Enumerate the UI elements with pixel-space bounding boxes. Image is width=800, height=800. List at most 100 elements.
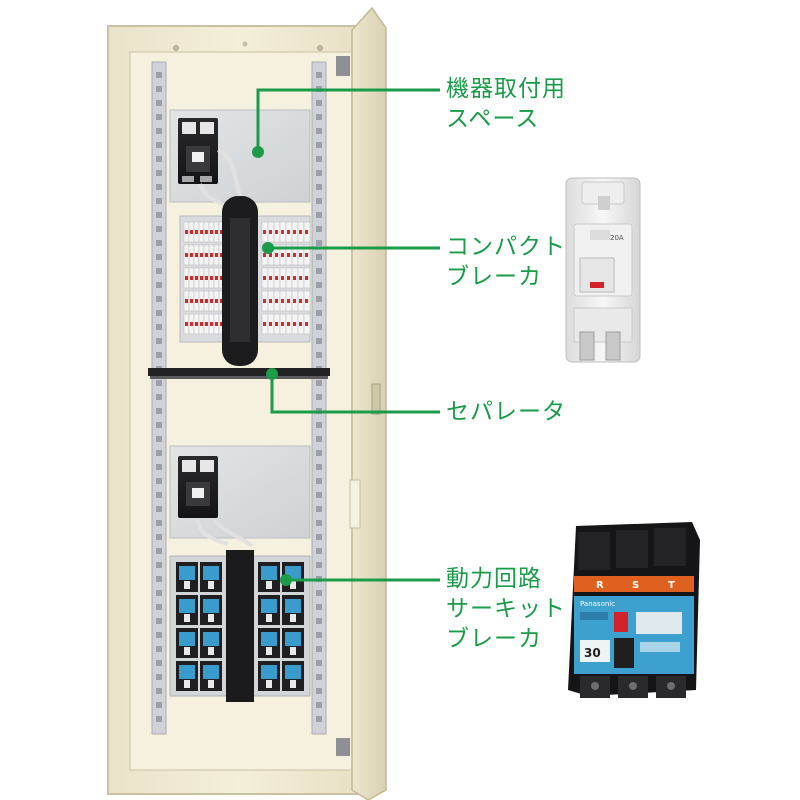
breaker-toggle — [293, 299, 296, 303]
breaker-toggle — [263, 299, 266, 303]
breaker-toggle — [200, 230, 203, 234]
power-breaker-toggle — [266, 647, 272, 655]
breaker-toggle — [299, 322, 302, 326]
breaker-toggle — [220, 322, 223, 326]
callout-leaders — [256, 88, 440, 582]
rail-hole — [316, 198, 322, 204]
rail-hole — [156, 492, 162, 498]
callout-equipment-space: 機器取付用 スペース — [446, 74, 566, 134]
breaker-toggle — [215, 253, 218, 257]
breaker-toggle — [287, 299, 290, 303]
rail-hole — [156, 674, 162, 680]
power-breaker-label — [261, 566, 277, 580]
power-breaker-toggle — [266, 614, 272, 622]
rail-hole — [156, 254, 162, 260]
breaker-toggle — [305, 253, 308, 257]
breaker-toggle — [205, 299, 208, 303]
rail-hole — [316, 688, 322, 694]
separator-bar — [148, 368, 330, 379]
rail-hole — [156, 604, 162, 610]
callout-separator-line-1: セパレータ — [446, 399, 566, 425]
breaker-toggle — [190, 276, 193, 280]
rail-hole — [316, 100, 322, 106]
breaker-toggle — [281, 276, 284, 280]
rail-hole — [316, 142, 322, 148]
callout-power-breaker-line-1: 動力回路 — [446, 566, 542, 592]
breaker-toggle — [305, 230, 308, 234]
breaker-toggle — [205, 230, 208, 234]
breaker-toggle — [287, 322, 290, 326]
rail-hole — [316, 170, 322, 176]
breaker-toggle — [210, 322, 213, 326]
callout-equipment-space-line-2: スペース — [446, 106, 540, 132]
breaker-toggle — [287, 253, 290, 257]
rail-hole — [316, 506, 322, 512]
breaker-toggle — [275, 253, 278, 257]
phase-labels: R S T — [596, 580, 675, 591]
breaker-toggle — [281, 322, 284, 326]
rail-hole — [156, 282, 162, 288]
rail-hole — [156, 646, 162, 652]
svg-text:S: S — [632, 580, 639, 591]
compact-breaker-rows — [183, 221, 311, 335]
rail-hole — [156, 156, 162, 162]
breaker-toggle — [263, 253, 266, 257]
rail-hole — [316, 674, 322, 680]
power-circuit-breaker-block — [169, 550, 311, 702]
breaker-toggle — [195, 322, 198, 326]
rail-hole — [156, 142, 162, 148]
callout-compact-breaker-line-1: コンパクト — [446, 234, 566, 260]
rail-hole — [316, 450, 322, 456]
rail-hole — [156, 534, 162, 540]
main-breaker-top — [178, 118, 218, 184]
breaker-toggle — [205, 253, 208, 257]
breaker-toggle — [287, 230, 290, 234]
breaker-toggle — [215, 230, 218, 234]
rail-hole — [156, 100, 162, 106]
breaker-toggle — [215, 299, 218, 303]
breaker-toggle — [215, 276, 218, 280]
dot-separator — [266, 368, 278, 380]
rail-hole — [156, 226, 162, 232]
rail-hole — [316, 296, 322, 302]
callout-equipment-space-line-1: 機器取付用 — [446, 76, 566, 102]
compact-breaker-rating-text: 20A — [610, 234, 624, 242]
breaker-toggle — [299, 253, 302, 257]
breaker-toggle — [195, 253, 198, 257]
rail-hole — [316, 702, 322, 708]
breaker-toggle — [299, 230, 302, 234]
rail-hole — [316, 352, 322, 358]
power-breaker-label — [285, 599, 301, 613]
rail-hole — [316, 632, 322, 638]
breaker-toggle — [200, 253, 203, 257]
rail-hole — [156, 632, 162, 638]
rail-hole — [316, 464, 322, 470]
breaker-toggle — [269, 230, 272, 234]
breaker-toggle — [205, 322, 208, 326]
breaker-toggle — [269, 253, 272, 257]
rail-hole — [316, 422, 322, 428]
rail-hole — [156, 324, 162, 330]
power-breaker-label — [179, 665, 195, 679]
main-breaker-bottom — [178, 456, 218, 518]
rail-hole — [156, 660, 162, 666]
breaker-toggle — [210, 299, 213, 303]
rail-hole — [316, 240, 322, 246]
rail-hole — [156, 310, 162, 316]
rail-holes — [156, 72, 322, 722]
breaker-toggle — [200, 299, 203, 303]
rail-hole — [316, 646, 322, 652]
rail-hole — [156, 86, 162, 92]
rail-hole — [156, 408, 162, 414]
rail-hole — [156, 170, 162, 176]
power-breaker-rows — [176, 562, 304, 691]
rail-hole — [316, 156, 322, 162]
rail-hole — [316, 520, 322, 526]
breaker-toggle — [200, 276, 203, 280]
rail-hole — [316, 282, 322, 288]
rail-hole — [316, 72, 322, 78]
power-breaker-toggle — [290, 647, 296, 655]
rail-hole — [156, 562, 162, 568]
callout-separator: セパレータ — [446, 397, 566, 427]
breaker-toggle — [281, 253, 284, 257]
